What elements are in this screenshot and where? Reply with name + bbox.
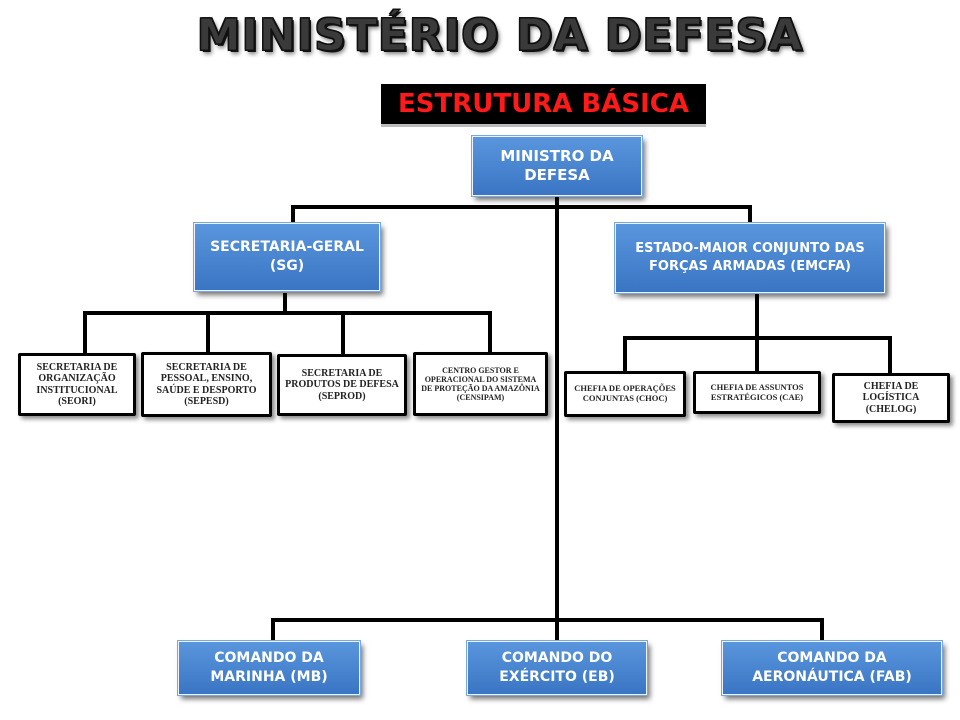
command-box: COMANDO DA MARINHA (MB) <box>177 640 361 696</box>
minister-box: MINISTRO DA DEFESA <box>471 135 643 197</box>
command-box: COMANDO DA AERONÁUTICA (FAB) <box>721 640 943 696</box>
command-box: COMANDO DO EXÉRCITO (EB) <box>466 640 648 696</box>
emcfa-unit-box: CHEFIA DE LOGÍSTICA (CHELOG) <box>832 373 950 423</box>
emcfa-box: ESTADO-MAIOR CONJUNTO DAS FORÇAS ARMADAS… <box>614 222 886 294</box>
page-title: MINISTÉRIO DA DEFESA <box>196 10 804 62</box>
sg-unit-box: SECRETARIA DE PRODUTOS DE DEFESA (SEPROD… <box>277 354 407 416</box>
page-subtitle: ESTRUTURA BÁSICA <box>381 84 706 127</box>
sg-unit-box: SECRETARIA DE ORGANIZAÇÃO INSTITUCIONAL … <box>18 353 136 416</box>
emcfa-unit-box: CHEFIA DE OPERAÇÕES CONJUNTAS (CHOC) <box>564 371 686 417</box>
secretaria-geral-box: SECRETARIA-GERAL (SG) <box>193 222 381 292</box>
sg-unit-box: CENTRO GESTOR E OPERACIONAL DO SISTEMA D… <box>413 352 548 416</box>
sg-unit-box: SECRETARIA DE PESSOAL, ENSINO, SAÚDE E D… <box>141 352 272 417</box>
emcfa-unit-box: CHEFIA DE ASSUNTOS ESTRATÉGICOS (CAE) <box>693 371 821 414</box>
